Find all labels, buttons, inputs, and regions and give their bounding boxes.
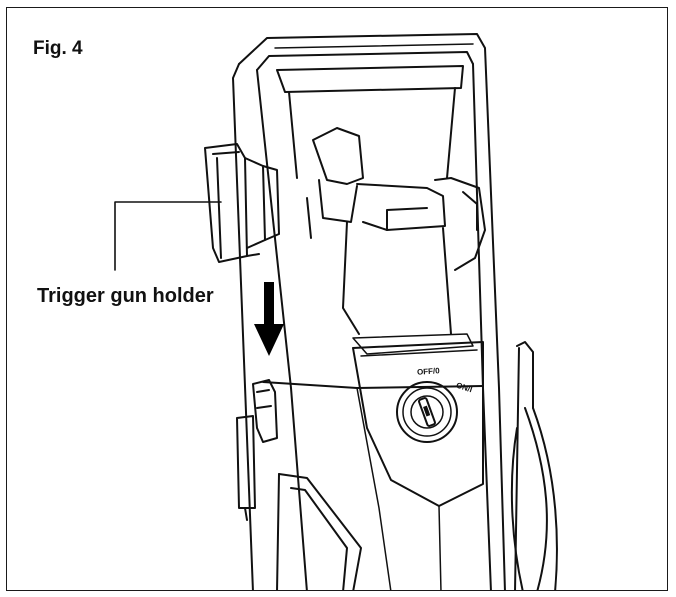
figure-label: Fig. 4	[33, 38, 83, 60]
switch-off-label: OFF/0	[417, 366, 440, 377]
trigger-gun-holder	[205, 144, 279, 262]
callout-leader	[115, 202, 221, 270]
power-cord	[512, 342, 557, 591]
trigger-gun-holder-label: Trigger gun holder	[37, 285, 214, 308]
down-arrow-icon	[254, 282, 284, 356]
rotary-switch-icon	[405, 390, 449, 434]
side-emblem	[277, 474, 361, 591]
lower-mount	[237, 380, 277, 520]
body-seam	[263, 334, 483, 388]
figure-frame: Fig. 4 Trigger gun holder OFF/0 ON/I	[6, 7, 668, 591]
hose-hook	[307, 128, 485, 334]
